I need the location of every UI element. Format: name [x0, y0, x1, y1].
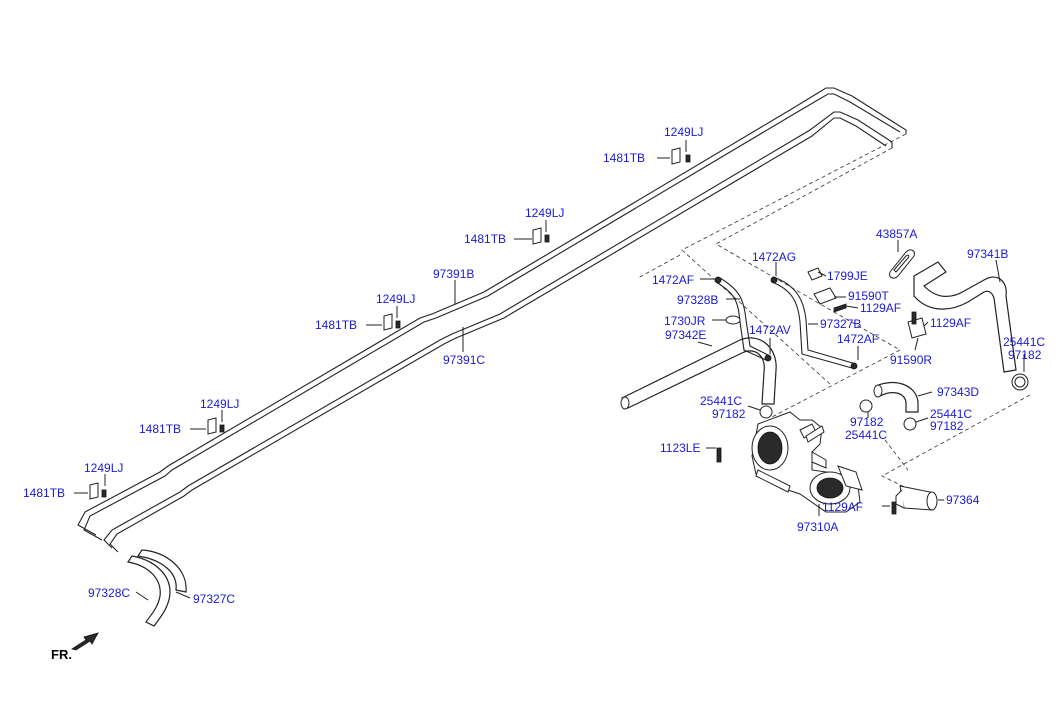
label-1799JE: 1799JE	[827, 269, 868, 283]
label-97343D: 97343D	[937, 385, 979, 399]
dashed-guides	[637, 133, 1031, 493]
hose-97327C	[136, 549, 187, 593]
pipe-97391C	[103, 111, 893, 553]
label-25441C-c: 25441C	[845, 428, 887, 442]
clip-group-5	[89, 482, 107, 500]
leader-lines	[74, 140, 1025, 601]
label-97391C: 97391C	[443, 353, 485, 367]
label-97328B: 97328B	[677, 293, 718, 307]
gasket-43857A	[889, 249, 915, 279]
label-1481TB-e: 1481TB	[23, 486, 65, 500]
label-1249LJ-a: 1249LJ	[664, 125, 703, 139]
label-1249LJ-d: 1249LJ	[200, 397, 239, 411]
label-25441C-b: 25441C	[700, 394, 742, 408]
clip-group-2	[532, 227, 550, 245]
label-1481TB-a: 1481TB	[603, 151, 645, 165]
label-25441C-a: 25441C	[1003, 335, 1045, 349]
label-1129AF-c: 1129AF	[822, 500, 863, 514]
label-1249LJ-b: 1249LJ	[525, 206, 564, 220]
front-label: FR.	[51, 647, 72, 662]
label-97327C: 97327C	[193, 592, 235, 606]
hose-97343D	[873, 381, 919, 413]
label-1472AF-b: 1472AF	[837, 332, 879, 346]
label-1472AG: 1472AG	[752, 250, 796, 264]
label-1481TB-b: 1481TB	[464, 232, 506, 246]
clip-group-4	[207, 417, 225, 435]
label-97364: 97364	[946, 493, 980, 507]
label-25441C-d: 25441C	[930, 407, 972, 421]
label-1730JR: 1730JR	[664, 314, 706, 328]
hose-97342E	[620, 337, 777, 410]
label-1472AV: 1472AV	[749, 323, 791, 337]
label-97182-d: 97182	[930, 419, 964, 433]
label-1481TB-d: 1481TB	[139, 422, 181, 436]
pump-assembly-97310A	[751, 411, 863, 513]
label-97182-a: 97182	[1008, 348, 1042, 362]
line-97328B	[715, 277, 771, 361]
label-97328C: 97328C	[88, 586, 130, 600]
clip-group-1	[671, 147, 691, 165]
label-91590T: 91590T	[848, 289, 889, 303]
label-91590R: 91590R	[890, 353, 932, 367]
label-1129AF-b: 1129AF	[930, 316, 971, 330]
label-97342E: 97342E	[665, 328, 706, 342]
label-1481TB-c: 1481TB	[315, 318, 357, 332]
line-97327B	[771, 277, 857, 369]
hose-97341B	[913, 261, 1029, 391]
label-97327B: 97327B	[820, 317, 861, 331]
label-1472AF-a: 1472AF	[652, 273, 694, 287]
label-1129AF-a: 1129AF	[860, 301, 901, 315]
label-97182-c: 97182	[850, 415, 884, 429]
label-1249LJ-e: 1249LJ	[84, 461, 123, 475]
front-arrow-icon	[71, 632, 99, 651]
pipe-97391B	[77, 87, 907, 541]
valve-97364	[895, 485, 938, 511]
label-43857A: 43857A	[876, 227, 917, 241]
label-97310A: 97310A	[797, 520, 838, 534]
label-97182-b: 97182	[712, 407, 746, 421]
clip-group-3	[383, 313, 401, 331]
label-1249LJ-c: 1249LJ	[376, 292, 415, 306]
label-97341B: 97341B	[967, 247, 1008, 261]
part-labels: 1249LJ 1481TB 1249LJ 1481TB 97391B 1249L…	[23, 125, 1045, 662]
small-fittings	[714, 267, 927, 515]
label-97391B: 97391B	[433, 267, 474, 281]
hose-97328C	[126, 555, 171, 627]
label-1123LE: 1123LE	[660, 441, 700, 455]
